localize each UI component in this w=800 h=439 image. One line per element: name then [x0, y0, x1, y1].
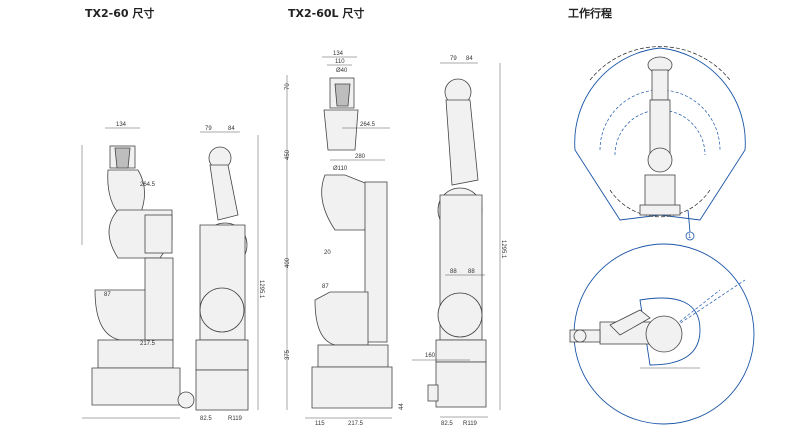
- marker-label: 1: [688, 234, 692, 240]
- dim-top-width: 134: [116, 122, 127, 128]
- dim-height-lower: 400: [285, 257, 291, 268]
- workspace-plan-view: [569, 243, 755, 425]
- dim-forearm: 280: [355, 154, 366, 160]
- dim-joint-right: 88: [468, 269, 475, 275]
- shoulder-joint: [199, 287, 245, 333]
- dim-joint-left: 88: [450, 269, 457, 275]
- dim-flange: 110: [335, 59, 345, 65]
- dim-base-radius: R119: [228, 416, 243, 422]
- tx2-60l-side-view: 79 84 88 88 160 44 82.5 R119 1295.1: [399, 56, 506, 427]
- shoulder-joint: [437, 292, 483, 338]
- dim-arm-reach: 264.5: [360, 122, 376, 128]
- dim-top-right: 84: [466, 56, 473, 62]
- marker-circle: [685, 231, 695, 241]
- dim-base-right: 217.5: [348, 421, 364, 427]
- dim-total-height: 1295.1: [500, 240, 506, 259]
- dim-reach: 264.5: [140, 182, 156, 188]
- dim-base: 217.5: [140, 341, 156, 347]
- base: [91, 367, 181, 406]
- forearm: [107, 169, 145, 216]
- dim-top-left: 79: [450, 56, 457, 62]
- dim-bore: Ø40: [336, 68, 348, 74]
- dim-foot-height: 44: [399, 403, 405, 410]
- dim-base-left: 82.5: [200, 416, 212, 422]
- base: [311, 366, 393, 409]
- tx2-60-front-view: 134 217.5 87 264.5: [81, 122, 181, 419]
- dim-small: 20: [324, 250, 331, 256]
- dim-top-offset: 70: [285, 83, 291, 90]
- workspace-side-envelope: 1: [574, 46, 746, 241]
- dim-elbow: Ø110: [333, 166, 348, 172]
- base-column: [97, 339, 174, 369]
- base: [195, 369, 249, 411]
- dim-height: 1295.1: [258, 280, 264, 299]
- title-tx2-60l: TX2-60L 尺寸: [288, 7, 365, 20]
- tx2-60-side-view: 79 84 1295.1 82.5 R119: [177, 126, 264, 422]
- dim-shoulder: 87: [322, 284, 329, 290]
- forearm: [323, 109, 359, 151]
- dim-base-radius: R119: [463, 421, 478, 427]
- dim-base-left: 82.5: [441, 421, 453, 427]
- shoulder: [314, 291, 369, 346]
- title-tx2-60: TX2-60 尺寸: [85, 7, 155, 20]
- arm-upper: [445, 99, 479, 186]
- base: [435, 361, 487, 408]
- dim-base-width: 160: [425, 353, 436, 359]
- dim-shoulder: 87: [104, 292, 111, 298]
- elbow: [321, 174, 371, 231]
- title-workspace: 工作行程: [568, 7, 612, 20]
- dim-base-left: 115: [315, 421, 325, 427]
- dim-top-width: 134: [333, 51, 344, 57]
- arm-upper: [209, 164, 239, 221]
- upper-arm: [364, 181, 388, 343]
- dim-top-left: 79: [205, 126, 212, 132]
- tx2-60l-front-view: 134 110 Ø40 70 450 400 375 264.5 280 Ø11…: [285, 51, 393, 427]
- dim-height-upper: 450: [285, 149, 291, 160]
- dim-base-height: 375: [285, 349, 291, 360]
- dim-top-right: 84: [228, 126, 235, 132]
